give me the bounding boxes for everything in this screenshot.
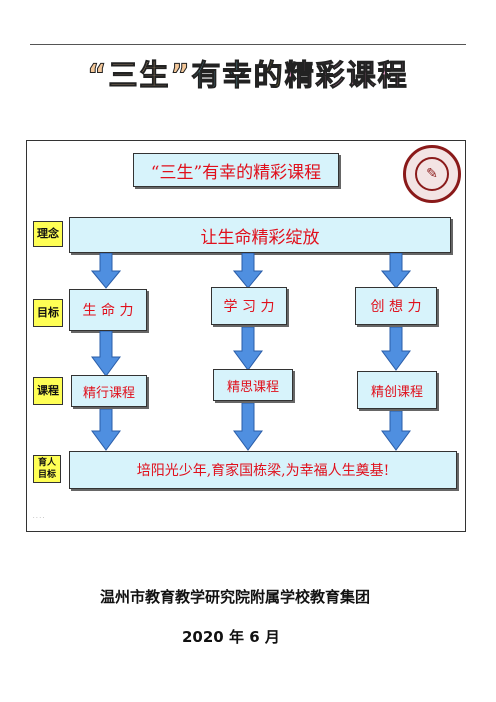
- arrow-down-icon: [381, 411, 411, 451]
- arrow-down-icon: [233, 327, 263, 371]
- organization-name: 温州市教育教学研究院附属学校教育集团: [100, 588, 371, 606]
- goal-box-vitality: 生 命 力: [69, 289, 147, 331]
- diagram-title: “三生”有幸的精彩课程: [133, 153, 339, 187]
- top-rule: [30, 44, 466, 45]
- arrow-down-icon: [91, 409, 121, 451]
- goal-box-creativity: 创 想 力: [355, 287, 437, 325]
- row-label-goal: 目标: [33, 299, 63, 327]
- course-box-thinking: 精思课程: [213, 369, 293, 401]
- arrow-down-icon: [233, 403, 263, 451]
- page-title: “三生”有幸的精彩课程: [0, 52, 496, 94]
- mission-box: 培阳光少年,育家国栋梁,为幸福人生奠基!: [69, 451, 457, 489]
- title-part-course: 精彩课程: [284, 58, 409, 93]
- row-label-education-goal: 育人目标: [33, 455, 61, 483]
- course-box-creation: 精创课程: [357, 371, 437, 409]
- title-part-de: 的: [253, 58, 285, 93]
- curriculum-diagram: “三生”有幸的精彩课程 ✎ 理念 目标 课程 育人目标 让生命精彩绽放 生 命 …: [26, 140, 466, 532]
- arrow-down-icon: [381, 327, 411, 371]
- arrow-down-icon: [91, 331, 121, 377]
- publish-date: 2020 年 6 月: [182, 628, 280, 646]
- arrow-down-icon: [233, 253, 263, 289]
- title-part-sansheng: “三生”: [87, 58, 192, 93]
- seal-emblem-icon: ✎: [415, 157, 449, 191]
- arrow-down-icon: [91, 253, 121, 289]
- footnote-mark: · · · ·: [33, 515, 45, 521]
- goal-box-learning: 学 习 力: [211, 287, 287, 325]
- school-seal-icon: ✎: [403, 145, 461, 203]
- concept-box: 让生命精彩绽放: [69, 217, 451, 253]
- row-label-course: 课程: [33, 377, 63, 405]
- course-box-practice: 精行课程: [71, 375, 147, 407]
- title-part-youxing: 有幸: [191, 58, 254, 93]
- arrow-down-icon: [381, 253, 411, 289]
- row-label-concept: 理念: [33, 221, 63, 247]
